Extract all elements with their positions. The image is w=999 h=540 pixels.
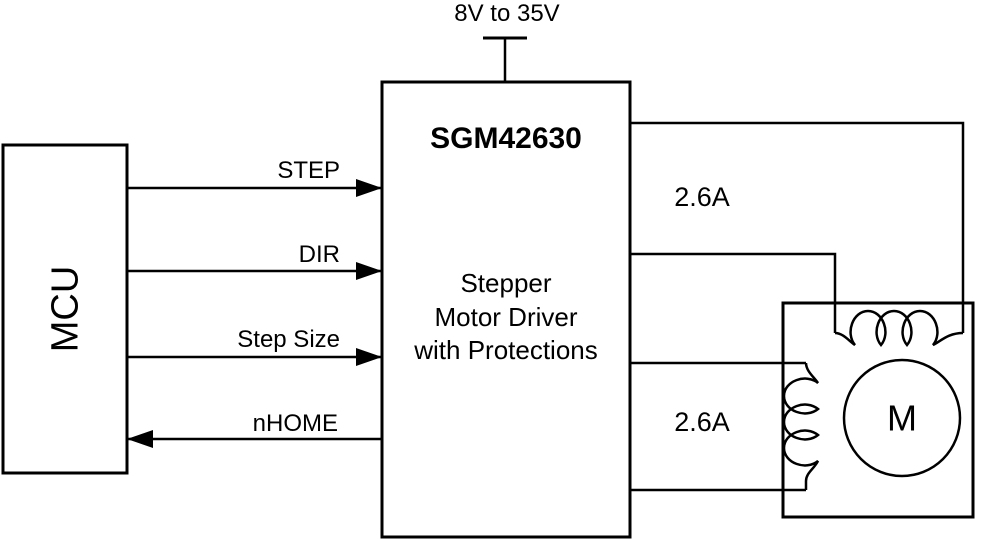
output-a1-wire: [630, 121, 965, 333]
power-voltage-label: 8V to 35V: [454, 0, 559, 27]
driver-description-line-1: Stepper: [460, 268, 551, 298]
output-a2-wire: [630, 252, 837, 333]
motor-label: M: [887, 398, 917, 439]
phase-a-current-label: 2.6A: [674, 182, 730, 212]
phase-b-coil-icon: [782, 362, 820, 490]
step-size-signal-label: Step Size: [237, 326, 340, 353]
motor-block: [781, 301, 975, 519]
step-signal-label: STEP: [277, 157, 340, 184]
driver-description-line-2: Motor Driver: [434, 302, 577, 332]
phase-b-current-label: 2.6A: [674, 407, 730, 437]
nhome-signal-label: nHOME: [253, 410, 338, 437]
dir-signal-label: DIR: [299, 241, 340, 268]
mcu-block: [1, 143, 129, 475]
driver-part-number: SGM42630: [430, 122, 582, 155]
phase-a-coil-icon: [834, 309, 964, 347]
motor-circle-icon: [842, 358, 962, 478]
driver-block: [380, 80, 632, 539]
mcu-label: MCU: [44, 266, 86, 353]
driver-description-line-3: with Protections: [413, 335, 598, 365]
